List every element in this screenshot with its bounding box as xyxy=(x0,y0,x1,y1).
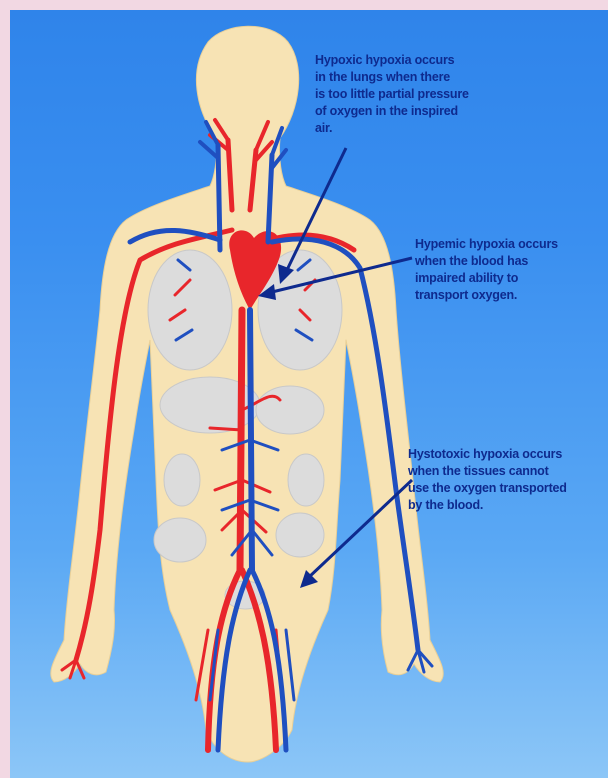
left-kidney xyxy=(164,454,200,506)
liver xyxy=(160,377,260,433)
stomach xyxy=(256,386,324,434)
diagram-panel: Hypoxic hypoxia occurs in the lungs when… xyxy=(10,10,608,778)
intestine-left xyxy=(154,518,206,562)
left-lung xyxy=(148,250,232,370)
annotation-hypemic-hypoxia: Hypemic hypoxia occurs when the blood ha… xyxy=(415,236,605,304)
annotation-histotoxic-hypoxia: Hystotoxic hypoxia occurs when the tissu… xyxy=(408,446,606,514)
annotation-hypoxic-hypoxia: Hypoxic hypoxia occurs in the lungs when… xyxy=(315,52,555,137)
intestine-right xyxy=(276,513,324,557)
right-kidney xyxy=(288,454,324,506)
